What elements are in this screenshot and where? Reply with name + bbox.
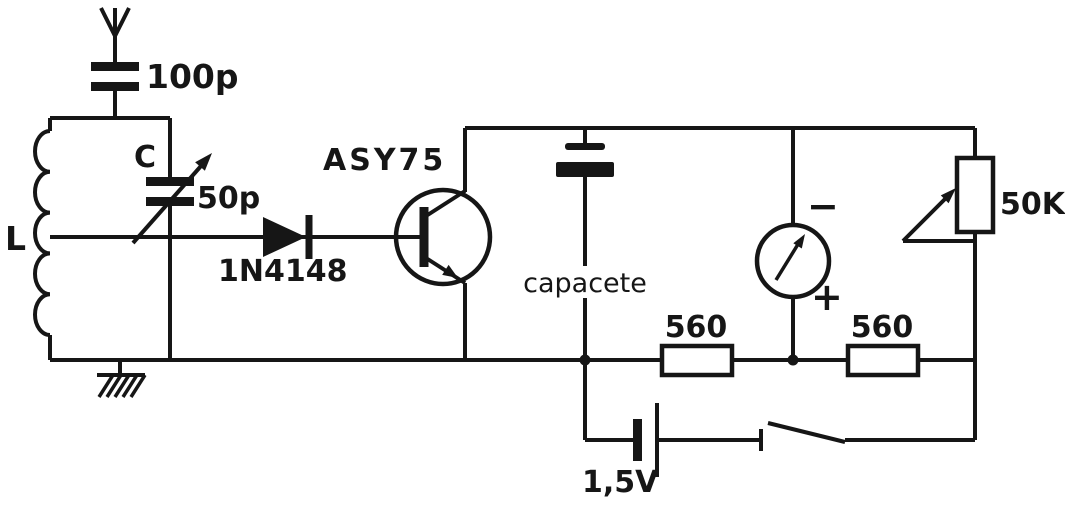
coil-label: L (5, 219, 26, 258)
wiper-shaft (901, 192, 952, 243)
junction-dot (787, 354, 799, 366)
diode-label: 1N4148 (218, 254, 347, 289)
earphone-body (556, 162, 614, 177)
resistor-left (659, 343, 735, 378)
emitter-arrow (442, 264, 458, 278)
tuning-capacitor (131, 118, 212, 360)
resistor-left-label: 560 (665, 310, 728, 345)
meter (754, 128, 832, 360)
tuning-capacitor-name: C (134, 140, 156, 175)
resistor-body (845, 343, 921, 378)
transistor-label: ASY75 (323, 143, 446, 178)
meter-plus-label: + (811, 275, 843, 319)
resistor-right-label: 560 (851, 310, 914, 345)
antenna-arm-right (113, 7, 131, 37)
battery-plate-positive (655, 403, 659, 477)
wiper-arrow (940, 188, 956, 204)
battery-label: 1,5V (582, 465, 659, 500)
antenna-arm-left (99, 7, 117, 37)
earphone-label: capacete (523, 268, 647, 299)
tuning-capacitor-value: 50p (197, 181, 260, 216)
meter-needle (774, 240, 802, 281)
resistor-right (845, 343, 921, 378)
resistor-body (659, 343, 735, 378)
coil-winding (33, 129, 51, 337)
antenna-capacitor-label: 100p (146, 57, 239, 96)
ground-symbol (97, 360, 147, 398)
capacitor-plate-bottom (91, 82, 139, 91)
variable-arrow-shaft (131, 164, 203, 245)
antenna-capacitor (91, 62, 139, 118)
transistor (393, 128, 493, 360)
tank-circuit (33, 116, 212, 360)
potentiometer-body (954, 155, 996, 235)
potentiometer-label: 50K (1000, 187, 1065, 222)
earphone-diaphragm (565, 143, 605, 150)
junction-dot (579, 354, 591, 366)
label-mask (515, 266, 655, 298)
battery-plate-negative (633, 419, 642, 461)
meter-needle-arrow (793, 234, 805, 249)
diode-triangle (263, 217, 306, 257)
potentiometer (901, 128, 996, 440)
switch (759, 421, 975, 451)
antenna-symbol (99, 7, 131, 62)
capacitor-plate-top (146, 177, 194, 186)
meter-minus-label: − (807, 184, 839, 228)
ground-hatch (97, 374, 147, 398)
variable-arrow-head (195, 153, 212, 171)
battery (585, 403, 761, 477)
switch-lever (767, 421, 846, 444)
diode (263, 215, 313, 259)
collector-lead (424, 189, 467, 218)
coil-L (33, 118, 52, 360)
capacitor-plate-top (91, 62, 139, 71)
transistor-circle (393, 187, 493, 287)
